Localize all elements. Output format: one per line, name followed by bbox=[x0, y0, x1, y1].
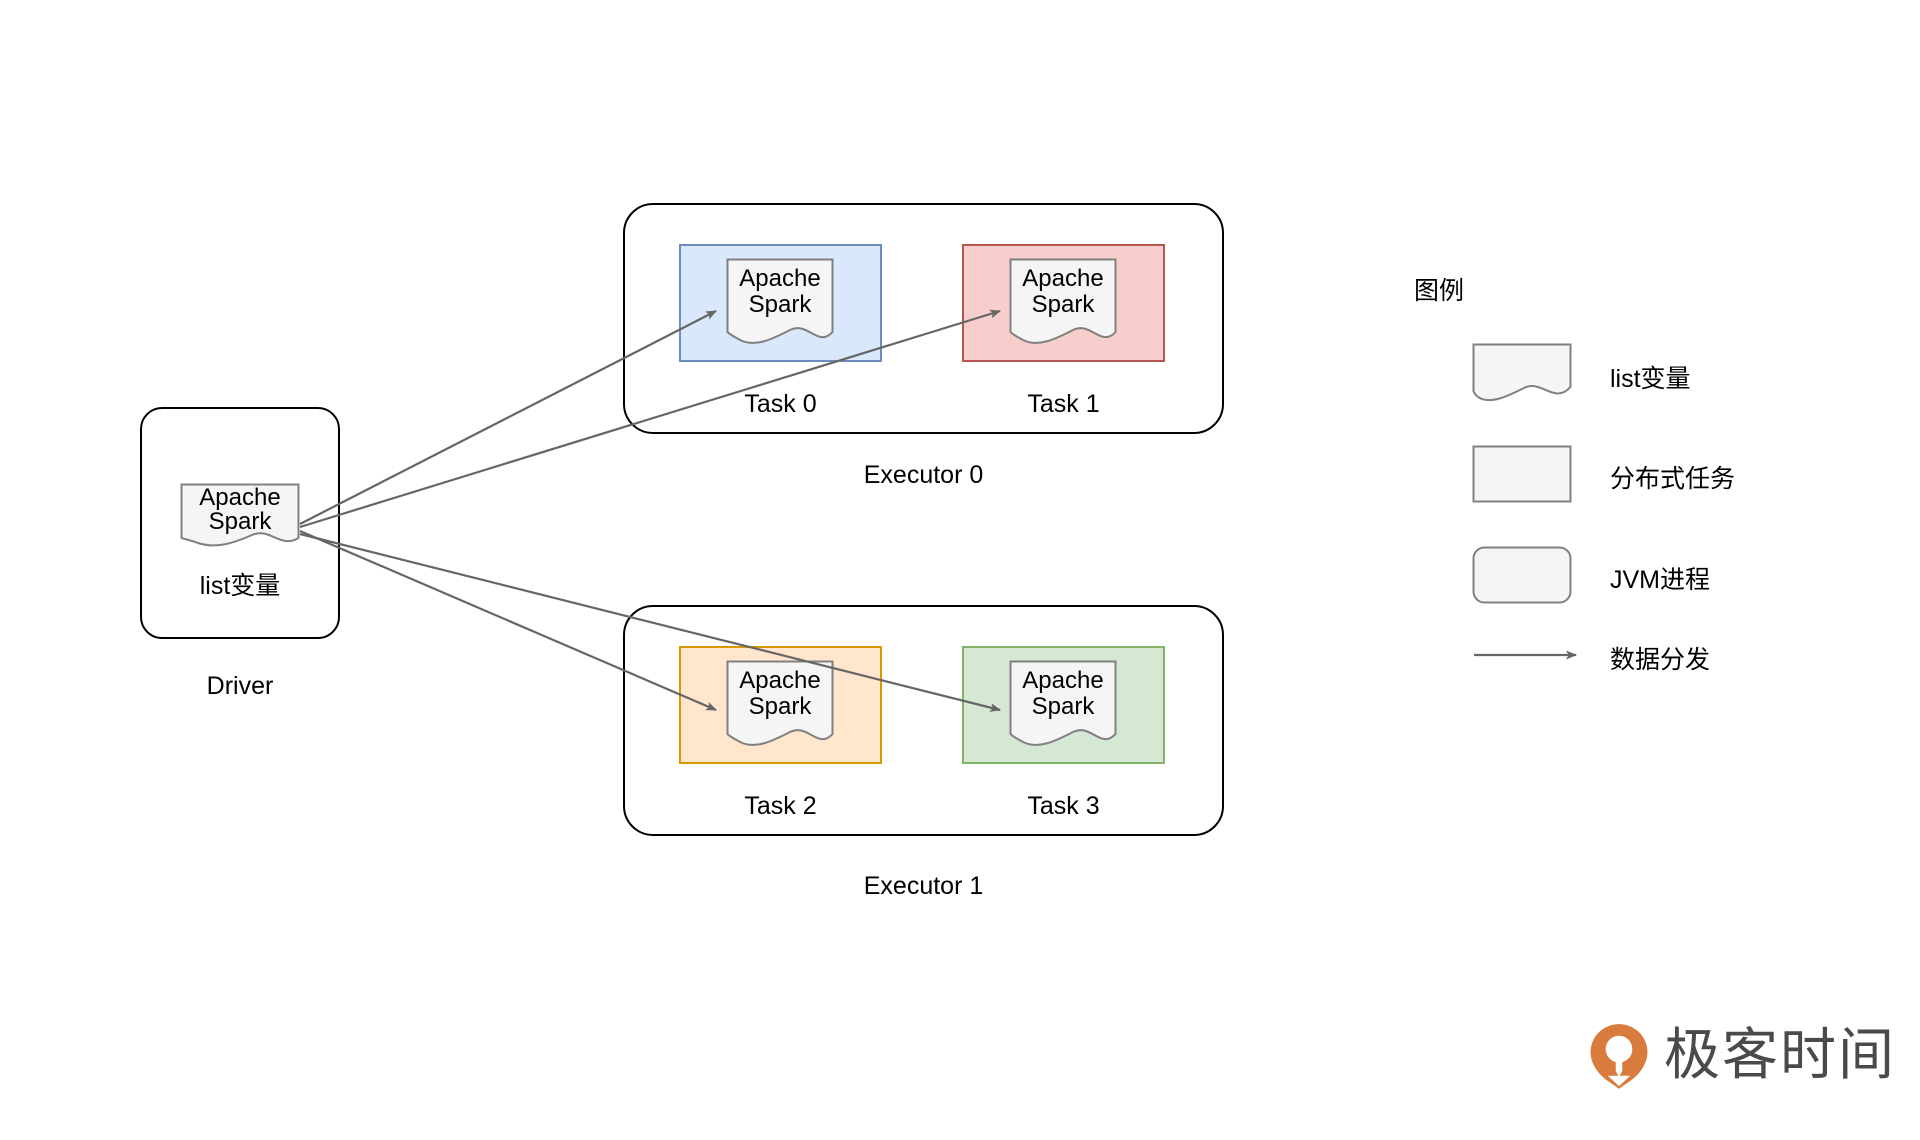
executor-label-1: Executor 1 bbox=[863, 872, 984, 900]
legend-title: 图例 bbox=[1414, 277, 1465, 305]
brand-name: 极客时间 bbox=[1664, 1023, 1896, 1088]
driver-variable-label: list变量 bbox=[199, 572, 281, 600]
task2-spark-banner: Apache Spark bbox=[726, 660, 834, 750]
geektime-mark-icon bbox=[1588, 1022, 1650, 1090]
legend-swatch-list-variable bbox=[1472, 343, 1572, 405]
legend-swatch-jvm-process bbox=[1472, 546, 1572, 604]
legend-swatch-distributed-task bbox=[1472, 445, 1572, 503]
driver-label: Driver bbox=[206, 672, 274, 700]
task0-spark-banner: Apache Spark bbox=[726, 258, 834, 348]
legend: 图例 list变量 分布式任务 JVM进程 bbox=[1410, 265, 1830, 695]
task3-spark-banner: Apache Spark bbox=[1009, 660, 1117, 750]
task-label-2: Task 2 bbox=[744, 792, 817, 820]
task-label-1: Task 1 bbox=[1027, 390, 1100, 418]
task-label-0: Task 0 bbox=[744, 390, 817, 418]
task1-spark-banner: Apache Spark bbox=[1009, 258, 1117, 348]
task-label-3: Task 3 bbox=[1027, 792, 1100, 820]
legend-label-list-variable: list变量 bbox=[1610, 365, 1691, 393]
executor-label-0: Executor 0 bbox=[863, 461, 984, 489]
legend-label-distributed-task: 分布式任务 bbox=[1610, 465, 1736, 493]
driver-spark-banner: Apache Spark bbox=[180, 483, 300, 549]
legend-label-jvm-process: JVM进程 bbox=[1610, 566, 1711, 594]
legend-swatch-data-distribution bbox=[1472, 645, 1580, 665]
legend-label-data-distribution: 数据分发 bbox=[1610, 646, 1711, 674]
brand-logo: 极客时间 bbox=[1588, 1022, 1896, 1090]
